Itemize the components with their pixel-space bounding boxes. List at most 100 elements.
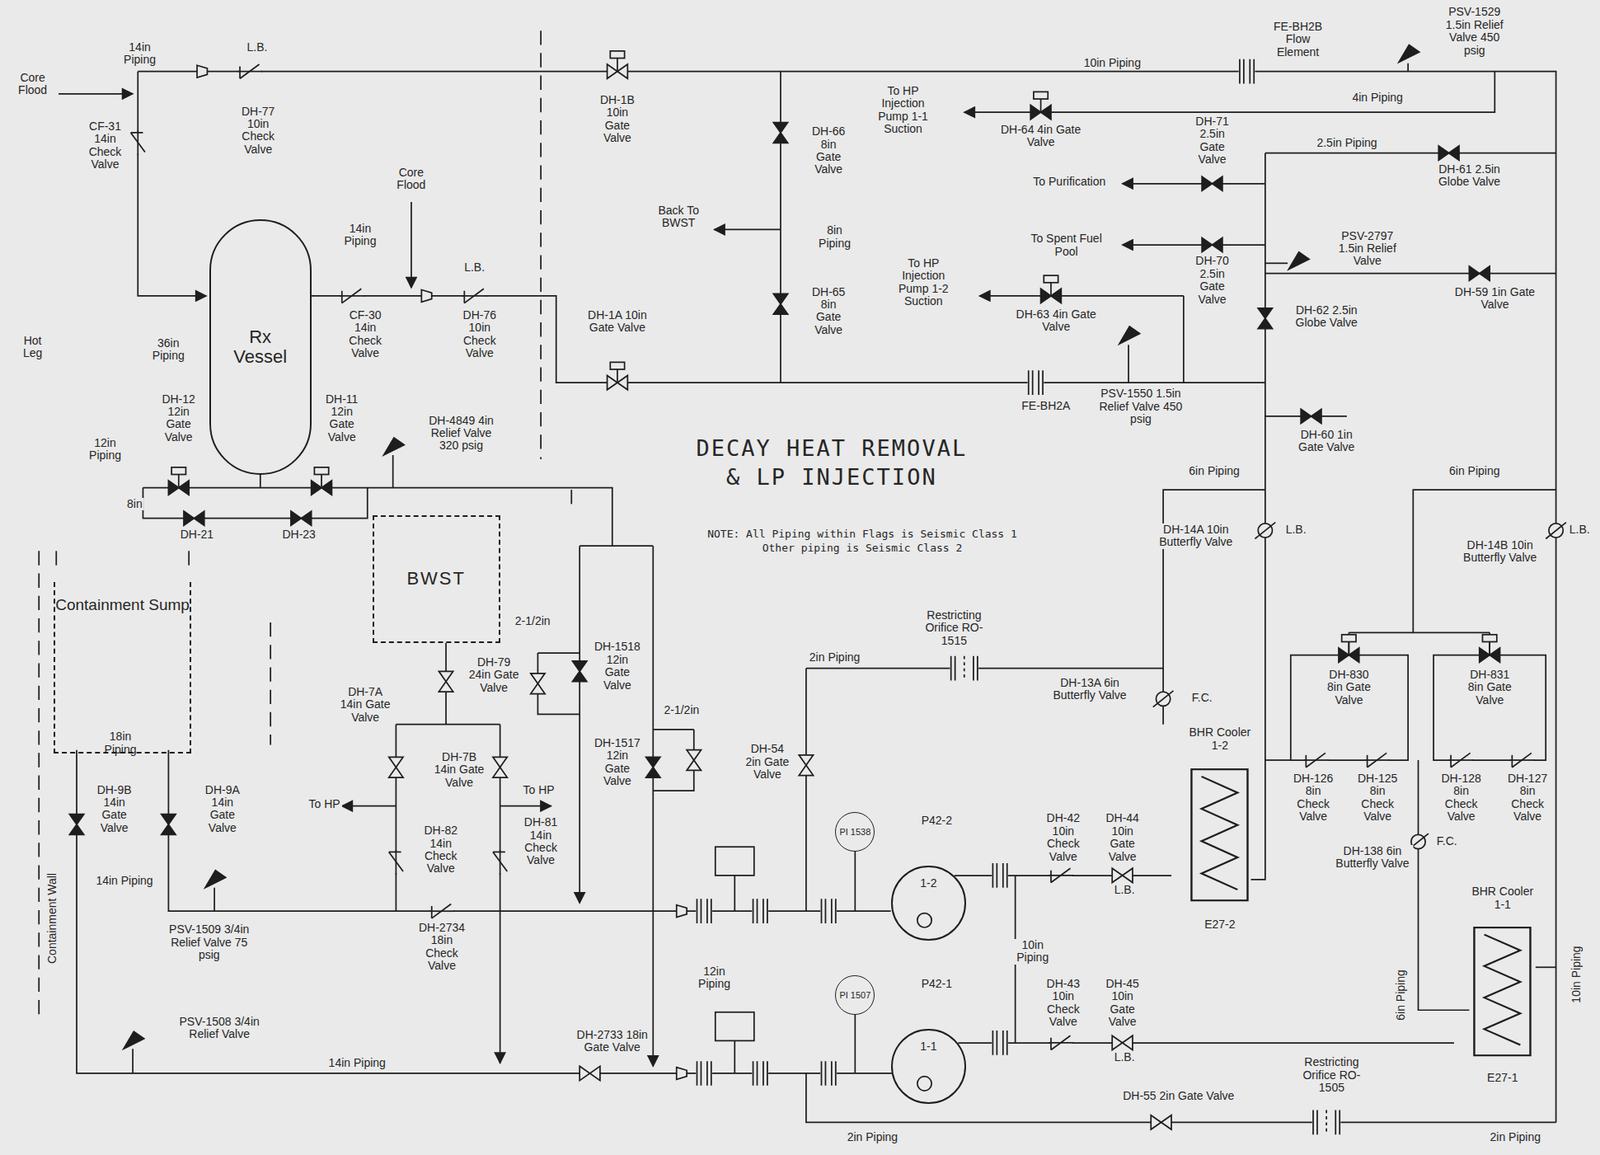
valve-symbols-part [129, 130, 146, 155]
valve-symbols-part [820, 1060, 837, 1086]
valve-symbols-part [1033, 91, 1048, 112]
component-label: DH-126 8in Check Valve [1287, 772, 1339, 824]
component-label: DH-60 1in Gate Valve [1290, 428, 1363, 455]
pump-symbol: 1-2 [891, 865, 967, 942]
valve-symbols-part [991, 1030, 1009, 1056]
pipe-runs-part [715, 846, 755, 876]
valve-symbols-part [1254, 522, 1276, 540]
valve-symbols-part [773, 293, 788, 315]
pipe-runs-part [652, 729, 695, 791]
valve-symbols-part [389, 756, 404, 778]
node-text: 1-2 [919, 877, 937, 890]
component-label: Restricting Orifice RO-1505 [1293, 1055, 1371, 1094]
component-label: 2in Piping [1488, 1130, 1544, 1144]
valve-symbols-part [1468, 266, 1490, 281]
component-label: DH-45 10in Gate Valve [1097, 977, 1149, 1029]
component-label: 6in Piping [1447, 464, 1502, 478]
valve-symbols-part [798, 755, 813, 776]
component-label: DH-11 12in Gate Valve [319, 393, 366, 445]
pipe-runs-part [1265, 759, 1291, 761]
valve-symbols-part [676, 905, 687, 918]
pipe-runs-part [311, 295, 1266, 383]
seismic-flag-lines-part [37, 550, 40, 1020]
component-label: DH-82 14in Check Valve [415, 824, 467, 876]
pipe-runs-part [1251, 153, 1266, 880]
component-label: L.B. [1112, 1051, 1137, 1064]
component-label: L.B. [1112, 883, 1137, 897]
valve-symbols-part [161, 814, 176, 836]
component-label: 12in Piping [691, 965, 738, 991]
valve-symbols-part [1119, 326, 1141, 344]
pump-symbol: 1-1 [891, 1028, 967, 1105]
valve-symbols-part [1304, 751, 1329, 769]
component-label: P42-2 [919, 814, 954, 827]
valve-symbols-part [609, 361, 625, 382]
pipe-runs-part [395, 723, 500, 726]
pressure-indicator: PI 1538 [835, 811, 875, 852]
valve-symbols-part [579, 1065, 601, 1080]
component-label: DH-9B 14in Gate Valve [91, 783, 138, 836]
pipe-runs-part [1348, 631, 1490, 634]
pipe-runs-part [500, 805, 552, 808]
node-text: Containment Sump [55, 596, 190, 615]
pipe-runs-part [806, 1073, 1557, 1122]
seismic-flag-lines-part [269, 622, 272, 746]
valve-symbols-part [1365, 751, 1390, 769]
component-label: DH-125 8in Check Valve [1351, 772, 1403, 824]
component-label: 2-1/2in [513, 614, 553, 628]
valve-symbols-part [1312, 1110, 1342, 1136]
valve-symbols-part [1300, 408, 1322, 423]
component-label: DH-65 8in Gate Valve [805, 286, 852, 338]
seismic-flag-lines-part [187, 550, 190, 573]
pipe-runs-part [1127, 344, 1130, 383]
sump-region: Containment Sump [53, 581, 192, 754]
component-label: 10in Piping [1082, 56, 1143, 70]
component-label: F.C. [1435, 835, 1460, 848]
component-label: To HP Injection Pump 1-1 Suction [867, 84, 939, 137]
valve-symbols-part [197, 65, 207, 78]
storage-tank: BWST [372, 515, 501, 643]
valve-symbols-part [183, 511, 205, 526]
valve-symbols-part [991, 863, 1009, 888]
node-text: BHR Cooler 1-1 [1467, 885, 1538, 911]
pipe-runs-part [1407, 63, 1409, 72]
valve-symbols-part [695, 898, 713, 924]
valve-symbols-part [1048, 867, 1074, 884]
component-label: DH-830 8in Gate Valve [1323, 668, 1375, 707]
component-label: FE-BH2B Flow Element [1268, 20, 1328, 59]
pipe-runs [10, 63, 1557, 1123]
valve-symbols-part [949, 656, 979, 681]
heat-exchanger-coil [1472, 925, 1533, 1057]
pipe-runs-part [76, 750, 892, 1074]
pipe-runs-part [652, 545, 654, 1066]
component-label: DH-138 6in Butterfly Valve [1331, 844, 1413, 871]
valve-symbols-part [1153, 690, 1174, 708]
pipe-runs-part [853, 849, 856, 911]
component-label: 8in [125, 497, 145, 511]
component-label: DH-7A 14in Gate Valve [337, 685, 394, 724]
discharge-pipe [957, 1041, 1455, 1044]
component-label: DH-4849 4in Relief Valve 320 psig [420, 414, 503, 453]
component-label: DH-1B 10in Gate Valve [594, 93, 641, 146]
valve-symbols-part [339, 287, 365, 305]
valve-symbols-part [1238, 59, 1256, 85]
component-label: 2.5in Piping [1314, 136, 1379, 150]
node-text: PI 1507 [839, 990, 871, 1000]
component-label: L.B. [244, 41, 269, 54]
pipe-runs-part [715, 1012, 755, 1042]
valve-symbols-part [1257, 308, 1272, 329]
valve-symbols-part [123, 1031, 145, 1049]
valve-symbols-part [1112, 868, 1133, 883]
component-label: Core Flood [7, 71, 59, 98]
component-label: Back To BWST [655, 204, 702, 230]
pipe-runs-part [137, 71, 1556, 1123]
valve-symbols-part [421, 289, 432, 302]
pipe-runs-part [853, 1012, 856, 1074]
component-label: Restricting Orifice RO-1515 [915, 609, 993, 648]
heat-exchanger-coil [1189, 767, 1250, 902]
component-label: DH-14B 10in Butterfly Valve [1459, 539, 1541, 565]
component-label: DH-12 12in Gate Valve [155, 393, 202, 445]
valve-symbols-part [1288, 252, 1310, 270]
